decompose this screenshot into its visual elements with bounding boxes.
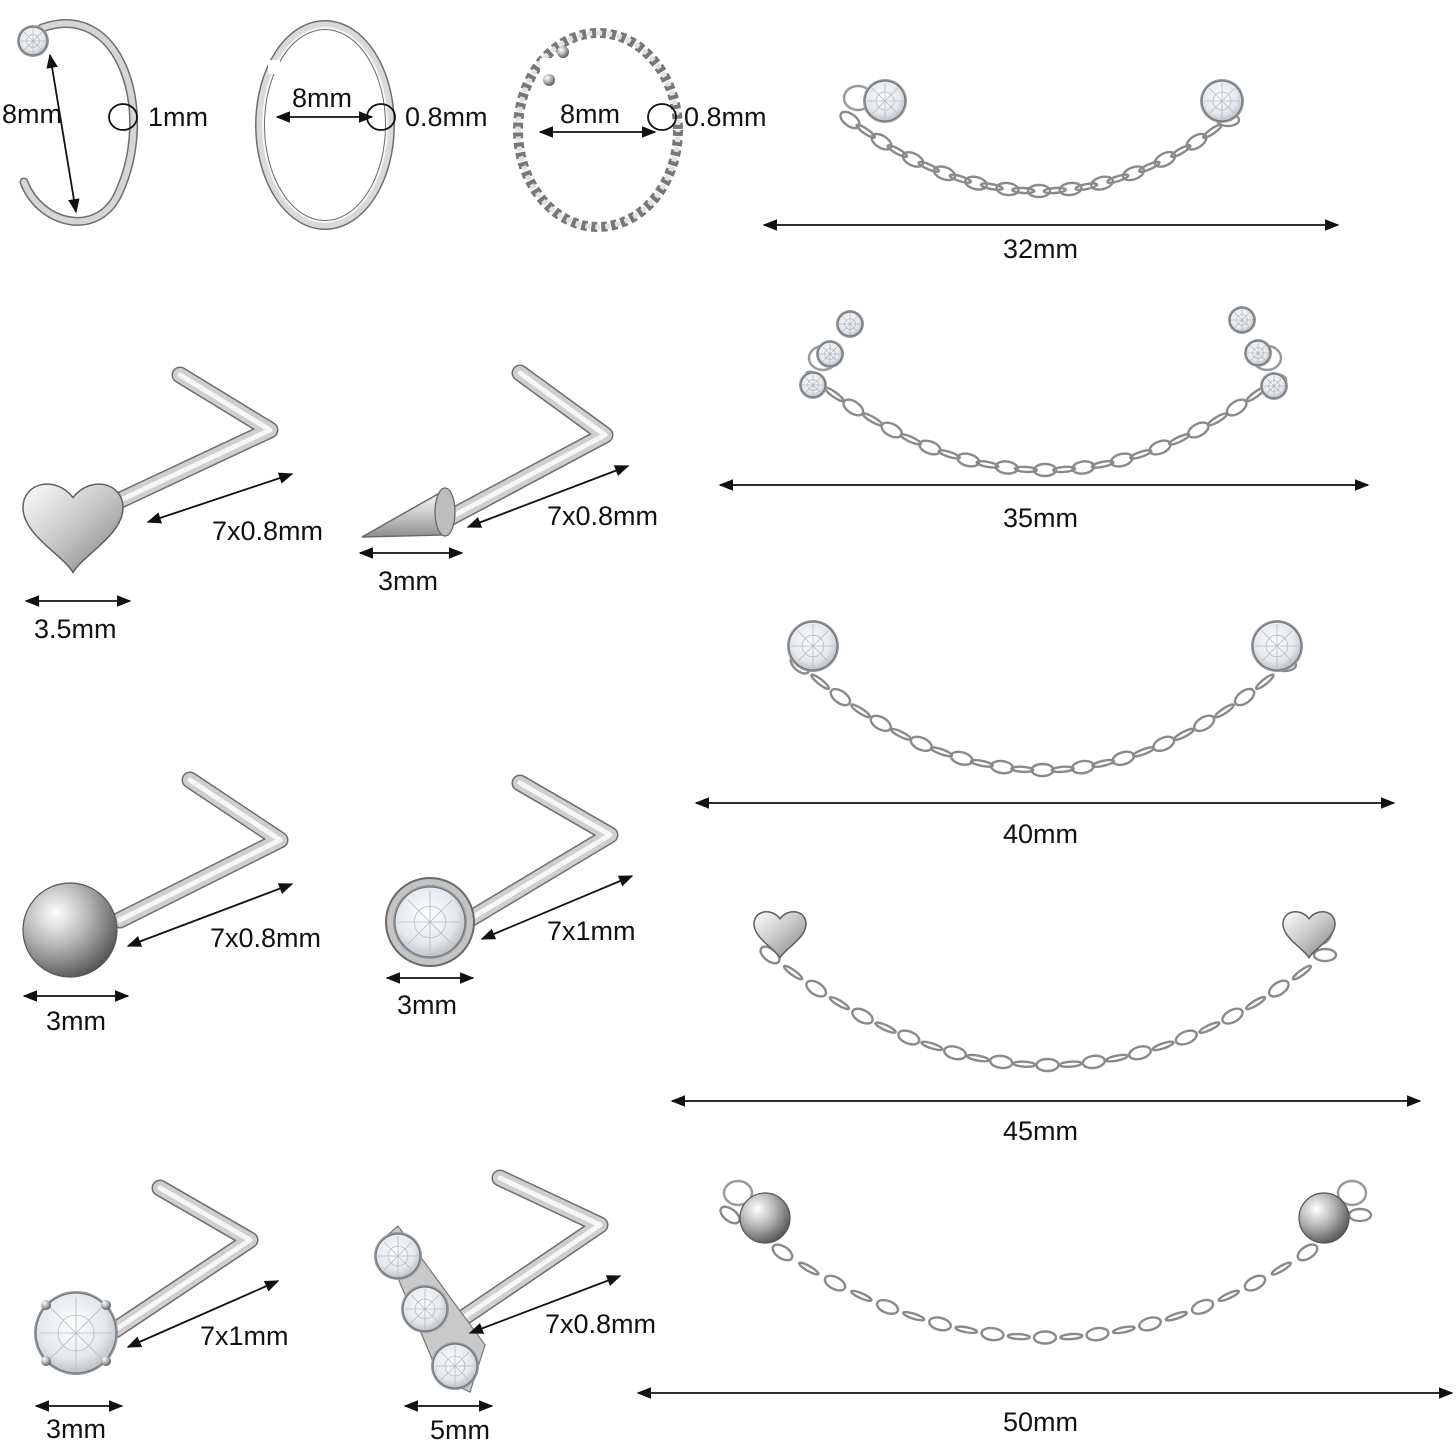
chain-35-assembly (799, 306, 1288, 478)
chain-32-assembly (839, 79, 1244, 199)
stud-heart-head-label: 3.5mm (34, 614, 117, 644)
stud-spike-pin-label: 7x0.8mm (547, 501, 659, 531)
chain-32-length-label: 32mm (1003, 234, 1079, 264)
ring-1-thickness-loop (108, 103, 138, 131)
ring-3-thickness-label: 0.8mm (684, 102, 767, 132)
stud-spike-head-label: 3mm (378, 566, 438, 596)
ring-3-thickness-loop (647, 103, 677, 131)
ring-1-diameter-label: 8mm (2, 99, 62, 129)
ring-gem-hoop (17, 19, 138, 226)
chain-35-length-label: 35mm (1003, 503, 1079, 533)
ring-1-diameter-arrow (46, 53, 80, 214)
ring-plain-hoop (255, 20, 395, 230)
chain-50-length-label: 50mm (1003, 1407, 1079, 1437)
stud-triple (374, 1169, 609, 1393)
ring-1-thickness-label: 1mm (148, 102, 208, 132)
chain-45-length-label: 45mm (1003, 1116, 1079, 1146)
stud-ball-head-label: 3mm (46, 1006, 106, 1036)
ring-2-diameter-label: 8mm (292, 83, 352, 113)
stud-heart-pin-label: 7x0.8mm (212, 516, 324, 546)
stud-triple-pin-arrow (468, 1275, 622, 1334)
ring-2-thickness-loop (366, 103, 396, 131)
stud-bezel-pin-arrow (480, 875, 634, 940)
stud-bezel-head-label: 3mm (397, 990, 457, 1020)
stud-prong-pin-label: 7x1mm (200, 1321, 289, 1351)
ring-twisted-hoop (513, 28, 683, 232)
stud-triple-head-label: 5mm (430, 1415, 490, 1445)
stud-triple-pin-label: 7x0.8mm (545, 1309, 657, 1339)
stud-bezel-pin-label: 7x1mm (547, 916, 636, 946)
ring-3-diameter-label: 8mm (560, 99, 620, 129)
stud-prong-pin-arrow (126, 1280, 280, 1348)
chain-50-assembly (719, 1179, 1373, 1345)
stud-spike-pin-arrow (466, 465, 630, 528)
chain-45-assembly (753, 911, 1338, 1073)
stud-ball-pin-arrow (126, 883, 294, 947)
stud-heart-pin-arrow (146, 472, 294, 524)
stud-ball-pin-label: 7x0.8mm (210, 923, 322, 953)
ring-2-thickness-label: 0.8mm (405, 102, 488, 132)
chain-40-length-label: 40mm (1003, 819, 1079, 849)
stud-prong-head-label: 3mm (46, 1414, 106, 1444)
chain-40-assembly (787, 620, 1303, 778)
